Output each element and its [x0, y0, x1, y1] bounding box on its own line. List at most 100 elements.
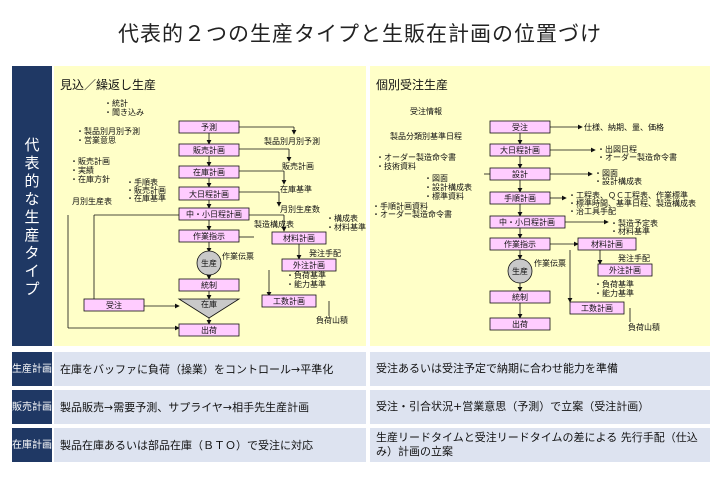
svg-text:外注計画: 外注計画 — [293, 260, 325, 270]
right-box-shipment — [489, 317, 551, 331]
left-triangle-stock — [177, 298, 241, 319]
left-box-forecast — [178, 120, 240, 134]
left-flow-diagram: 予測 販売計画 在庫計画 大日程計画 中・小日程計画 作業指示 生産 統制 受注… — [67, 98, 366, 337]
right-circle-production — [507, 258, 533, 284]
row-header: 生産計画 — [12, 352, 52, 386]
svg-text:製品別月別予測: 製品別月別予測 — [264, 136, 320, 146]
svg-text:受注: 受注 — [512, 122, 528, 132]
side-label: 代表的な生産タイプ — [24, 136, 40, 298]
left-panel: 見込／繰返し生産 — [54, 66, 366, 346]
svg-text:・販売計画: ・販売計画 — [70, 156, 110, 166]
svg-text:発注手配: 発注手配 — [618, 253, 650, 263]
left-panel-heading: 見込／繰返し生産 — [60, 78, 157, 92]
page-title: 代表的２つの生産タイプと生販在計画の位置づけ — [118, 22, 602, 46]
svg-text:月別生産表: 月別生産表 — [72, 196, 112, 206]
left-box-master-schedule — [178, 186, 240, 201]
left-box-sales-plan — [178, 143, 240, 157]
svg-text:・在庫基準: ・在庫基準 — [126, 193, 166, 203]
svg-text:・オーダー製造命令書: ・オーダー製造命令書 — [376, 152, 456, 162]
svg-text:・能力基準: ・能力基準 — [594, 288, 634, 298]
right-box-master-schedule — [489, 143, 551, 157]
row-right-cell: 受注・引合状況+営業意思（予測）で立案（受注計画） — [370, 390, 710, 424]
svg-text:・治工具手配: ・治工具手配 — [568, 206, 616, 216]
svg-text:手順計画: 手順計画 — [504, 193, 536, 203]
svg-text:作業伝票: 作業伝票 — [222, 251, 254, 261]
row-right-cell: 受注あるいは受注予定で納期に合わせ能力を準備 — [370, 352, 710, 386]
svg-text:外注計画: 外注計画 — [609, 265, 641, 275]
svg-text:・図面: ・図面 — [594, 169, 618, 178]
left-box-inventory-plan — [178, 165, 240, 179]
side-header: 代表的な生産タイプ — [12, 66, 52, 346]
right-box-control — [489, 290, 551, 304]
right-flow-diagram: 受注 大日程計画 設計 手順計画 中・小日程計画 作業指示 生産 統制 出荷 材… — [372, 106, 696, 332]
svg-text:在庫基準: 在庫基準 — [280, 184, 312, 194]
svg-text:材料計画: 材料計画 — [591, 239, 623, 249]
svg-text:・販売計画: ・販売計画 — [126, 185, 166, 195]
right-box-process-plan — [489, 191, 551, 205]
svg-text:・負荷基準: ・負荷基準 — [286, 270, 326, 280]
right-panel: 個別受注生産 — [370, 66, 710, 346]
right-box-detail-schedule — [489, 215, 566, 229]
left-box-order — [83, 298, 145, 312]
svg-text:・技術資料: ・技術資料 — [376, 161, 416, 171]
svg-text:・設計構成表: ・設計構成表 — [594, 176, 642, 186]
svg-text:材料計画: 材料計画 — [283, 233, 315, 243]
right-box-order — [489, 120, 551, 134]
svg-text:製造構成表: 製造構成表 — [254, 219, 294, 229]
svg-text:・手順計画資料: ・手順計画資料 — [372, 201, 428, 211]
svg-text:在庫: 在庫 — [201, 299, 217, 309]
left-circle-production — [196, 250, 222, 276]
svg-text:作業伝票: 作業伝票 — [534, 258, 566, 268]
row-left-cell: 在庫をバッファに負荷（操業）をコントロール→平準化 — [54, 352, 366, 386]
left-box-control — [178, 278, 240, 292]
svg-text:販売計画: 販売計画 — [193, 145, 225, 155]
svg-text:・材料基準: ・材料基準 — [610, 226, 650, 236]
svg-text:・営業意思: ・営業意思 — [76, 135, 116, 145]
svg-text:設計: 設計 — [512, 169, 528, 179]
svg-text:生産: 生産 — [201, 258, 217, 268]
svg-text:月別生産数: 月別生産数 — [280, 204, 320, 214]
svg-text:・統計: ・統計 — [104, 98, 128, 108]
svg-text:・手順表: ・手順表 — [126, 177, 158, 187]
left-box-workload-plan — [261, 294, 317, 308]
svg-text:製品分類別基準日程: 製品分類別基準日程 — [390, 131, 462, 141]
right-box-outsourcing-plan — [597, 263, 653, 277]
svg-text:大日程計画: 大日程計画 — [189, 189, 229, 199]
svg-text:・工程表、ＱＣ工程表、作業標準: ・工程表、ＱＣ工程表、作業標準 — [568, 190, 688, 200]
svg-text:生産: 生産 — [512, 266, 528, 276]
row-header: 在庫計画 — [12, 428, 52, 462]
svg-text:・標準資料: ・標準資料 — [424, 191, 464, 201]
svg-text:・図面: ・図面 — [424, 174, 448, 183]
svg-text:・オーダー製造命令書: ・オーダー製造命令書 — [597, 152, 677, 162]
svg-text:中・小日程計画: 中・小日程計画 — [499, 217, 555, 227]
right-box-workload-plan — [569, 301, 625, 315]
svg-text:受注情報: 受注情報 — [410, 106, 442, 116]
right-box-material-plan — [577, 237, 637, 251]
svg-text:販売計画: 販売計画 — [282, 161, 314, 171]
svg-text:負荷山積: 負荷山積 — [628, 322, 660, 332]
svg-text:仕様、納期、量、価格: 仕様、納期、量、価格 — [584, 122, 664, 132]
left-box-material-plan — [271, 231, 327, 245]
right-box-design — [489, 167, 551, 181]
row-right-cell: 生産リードタイムと受注リードタイムの差による 先行手配（仕込み）計画の立案 — [370, 428, 710, 462]
svg-text:統制: 統制 — [201, 280, 217, 290]
svg-text:・負荷基準: ・負荷基準 — [594, 279, 634, 289]
svg-text:・聞き込み: ・聞き込み — [104, 108, 144, 117]
svg-text:・標準時間、基準日程、製造構成表: ・標準時間、基準日程、製造構成表 — [568, 198, 696, 208]
svg-text:・能力基準: ・能力基準 — [286, 279, 326, 289]
svg-text:発注手配: 発注手配 — [309, 248, 341, 258]
svg-text:・製造予定表: ・製造予定表 — [610, 218, 658, 228]
right-panel-heading: 個別受注生産 — [376, 78, 449, 92]
svg-text:・設計構成表: ・設計構成表 — [424, 182, 472, 192]
svg-text:出荷: 出荷 — [512, 319, 528, 329]
svg-text:統制: 統制 — [512, 292, 528, 302]
svg-text:・実績: ・実績 — [70, 165, 94, 175]
svg-text:作業指示: 作業指示 — [193, 231, 225, 241]
left-box-detail-schedule — [178, 207, 250, 221]
svg-text:受注: 受注 — [106, 300, 122, 310]
row-left-cell: 製品販売→需要予測、サプライヤ→相手先生産計画 — [54, 390, 366, 424]
row-header: 販売計画 — [12, 390, 52, 424]
svg-text:負荷山積: 負荷山積 — [316, 315, 348, 325]
svg-text:大日程計画: 大日程計画 — [500, 145, 540, 155]
svg-text:・材料基準: ・材料基準 — [326, 222, 366, 232]
